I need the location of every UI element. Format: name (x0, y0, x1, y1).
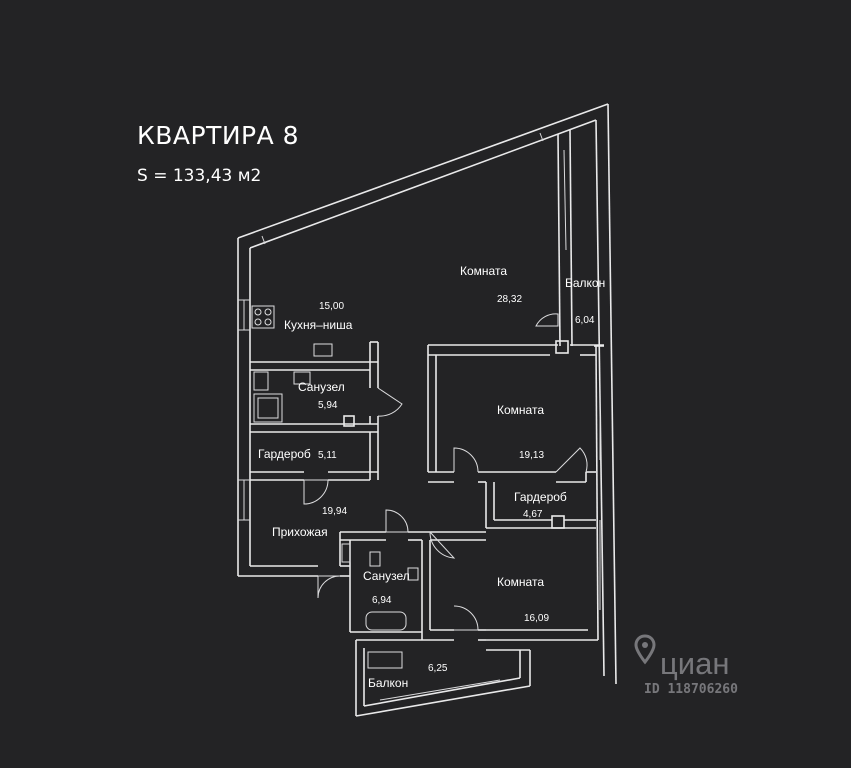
room-1-label: Комната (460, 264, 507, 278)
room-3-area: 16,09 (524, 613, 549, 624)
bathroom-1-label: Санузел (298, 380, 345, 394)
balcony-1-label: Балкон (565, 276, 605, 290)
wardrobe-1-label: Гардероб (258, 447, 311, 461)
room-1-area: 28,32 (497, 294, 522, 305)
bathroom-2-area: 6,94 (372, 595, 392, 606)
balcony-2-label: Балкон (368, 676, 408, 690)
outer-walls (237, 103, 617, 685)
room-2-area: 19,13 (519, 450, 544, 461)
wardrobe-2-area: 4,67 (523, 509, 543, 520)
balcony-2-area: 6,25 (428, 663, 448, 674)
apartment-title: КВАРТИРА 8 (137, 121, 300, 150)
room-3-label: Комната (497, 575, 544, 589)
kitchen-area: 15,00 (319, 301, 344, 312)
watermark-brand: циан (660, 646, 730, 681)
apartment-area: S = 133,43 м2 (137, 166, 262, 186)
location-pin-icon (634, 634, 656, 665)
doors (303, 313, 588, 631)
hallway-label: Прихожая (272, 525, 328, 539)
hallway-area: 19,94 (322, 506, 347, 517)
wardrobe-1-area: 5,11 (318, 450, 337, 461)
balcony-1-area: 6,04 (575, 315, 595, 326)
watermark-id: ID 118706260 (644, 682, 738, 697)
wardrobe-2-label: Гардероб (514, 490, 567, 504)
room-2-label: Комната (497, 403, 544, 417)
room-labels: Комната 28,32 Балкон 6,04 15,00 Кухня–ни… (258, 264, 605, 690)
fixtures (251, 305, 419, 669)
interior-walls (250, 340, 604, 717)
kitchen-label: Кухня–ниша (284, 318, 353, 332)
bathroom-2-label: Санузел (363, 569, 410, 583)
bathroom-1-area: 5,94 (318, 400, 338, 411)
